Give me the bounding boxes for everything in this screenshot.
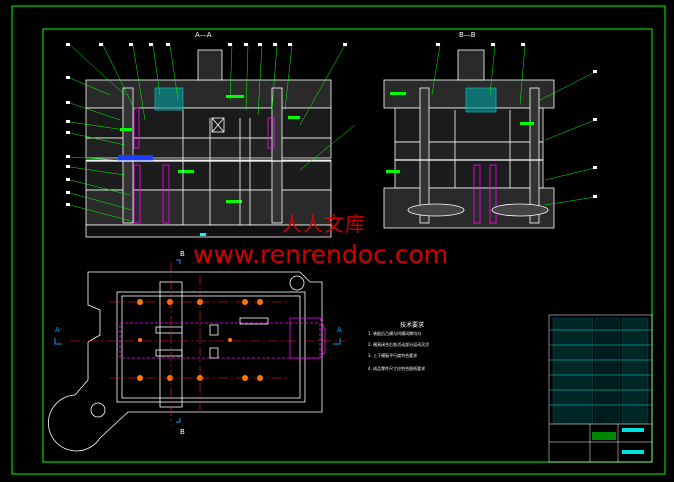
plan-view[interactable] <box>47 271 326 452</box>
section-label-front: A—A <box>195 31 212 39</box>
inner-border <box>42 28 653 463</box>
side-leader-tags <box>436 43 597 198</box>
title-block[interactable] <box>548 314 653 463</box>
technical-note-4: 4. 成品零件尺寸应符合图纸要求 <box>368 366 426 371</box>
plan-section-a-right: A <box>337 326 342 334</box>
watermark-cn: 人人文库 <box>282 212 366 236</box>
front-leaders <box>69 44 356 223</box>
plan-section-b-top: B <box>180 250 185 258</box>
watermark-url: www.renrendoc.com <box>193 240 449 269</box>
plan-section-a-left: A <box>55 326 60 334</box>
plan-centerlines <box>70 262 345 425</box>
side-leaders <box>431 44 596 206</box>
technical-note-2: 2. 模具闭合后各活动部分运动灵活 <box>368 342 430 347</box>
section-label-side: B—B <box>459 31 476 39</box>
plan-section-b-bottom: B <box>180 428 185 436</box>
front-section-view[interactable] <box>85 49 332 238</box>
technical-note-3: 3. 上下模板平行度符合要求 <box>368 353 418 358</box>
front-leader-tags <box>66 43 347 206</box>
plan-section-marks <box>54 259 341 423</box>
outer-border <box>11 5 666 475</box>
technical-note-1: 1. 装配后凸模与凹模间隙均匀 <box>368 331 422 336</box>
technical-notes-title: 技术要求 <box>400 322 425 329</box>
side-section-view[interactable] <box>383 49 555 229</box>
